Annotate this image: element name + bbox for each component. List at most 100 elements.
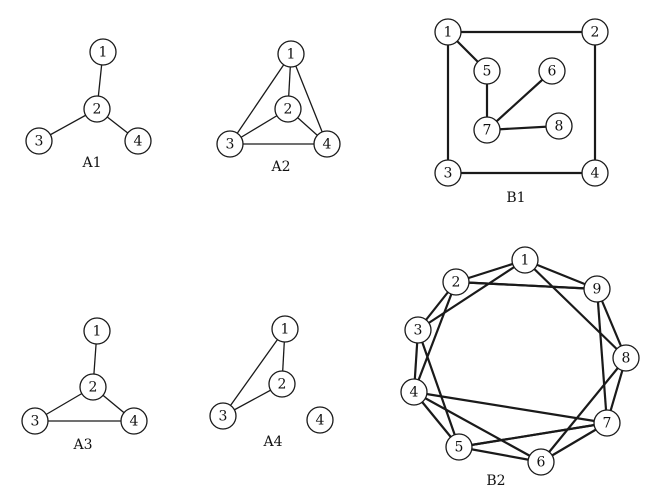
graph-b2-node-2: 2: [442, 268, 470, 296]
node-circle: [216, 130, 244, 158]
node-label: 2: [284, 102, 293, 118]
graph-a3-node-3: 3: [21, 407, 49, 435]
node-label: 6: [548, 64, 557, 80]
graph-b1-node-2: 2: [581, 18, 609, 46]
node-label: 2: [591, 25, 600, 41]
graph-b2-edge-2-9: [455, 280, 598, 291]
graph-b1-node-1: 1: [434, 18, 462, 46]
graph-a2-node-3: 3: [216, 130, 244, 158]
node-label: 9: [593, 282, 602, 298]
graph-b2-node-8: 8: [612, 344, 640, 372]
node-circle: [124, 127, 152, 155]
node-label: 5: [483, 64, 492, 80]
graph-b1-edge-6-7: [486, 70, 553, 131]
graph-b2-edge-4-6: [413, 391, 542, 463]
graph-b2-caption: B2: [486, 473, 505, 489]
graph-b2-edge-2-4: [412, 281, 458, 393]
graph-b2-edge-6-8: [540, 357, 627, 463]
node-label: 1: [521, 253, 530, 269]
graph-a1-node-4: 4: [124, 127, 152, 155]
node-label: 1: [93, 324, 102, 340]
graph-a2-edge-1-3: [229, 53, 292, 145]
node-label: 4: [316, 413, 325, 429]
graph-b2-node-3: 3: [404, 316, 432, 344]
graph-a4-node-4: 4: [306, 406, 334, 434]
node-label: 4: [591, 166, 600, 182]
node-label: 1: [99, 45, 108, 61]
graph-b2-edge-3-5: [416, 329, 461, 448]
node-circle: [313, 130, 341, 158]
node-label: 1: [281, 322, 290, 338]
graph-a3-node-4: 4: [120, 407, 148, 435]
node-label: 3: [219, 409, 228, 425]
node-circle: [473, 57, 501, 85]
node-circle: [404, 316, 432, 344]
node-label: 3: [226, 137, 235, 153]
node-label: 3: [31, 414, 40, 430]
node-circle: [21, 407, 49, 435]
node-circle: [271, 315, 299, 343]
node-label: 2: [452, 275, 461, 291]
node-circle: [25, 127, 53, 155]
graph-b1-node-4: 4: [581, 159, 609, 187]
node-label: 8: [622, 351, 631, 367]
graph-b2-edge-5-7: [458, 421, 608, 449]
graph-a2-caption: A2: [270, 159, 290, 175]
node-circle: [83, 317, 111, 345]
node-circle: [79, 373, 107, 401]
graph-a1-node-1: 1: [89, 38, 117, 66]
node-circle: [83, 95, 111, 123]
node-circle: [306, 406, 334, 434]
node-label: 4: [323, 137, 332, 153]
node-circle: [511, 246, 539, 274]
node-circle: [527, 448, 555, 476]
graph-a2-node-4: 4: [313, 130, 341, 158]
node-circle: [400, 378, 428, 406]
node-circle: [434, 18, 462, 46]
node-label: 7: [603, 416, 612, 432]
graph-a1-node-2: 2: [83, 95, 111, 123]
graph-b1-node-8: 8: [545, 112, 573, 140]
node-circle: [538, 57, 566, 85]
node-circle: [583, 275, 611, 303]
node-circle: [445, 433, 473, 461]
node-circle: [442, 268, 470, 296]
graph-a2-node-2: 2: [274, 95, 302, 123]
node-circle: [277, 40, 305, 68]
node-circle: [545, 112, 573, 140]
node-label: 8: [555, 119, 564, 135]
graph-b1-node-5: 5: [473, 57, 501, 85]
node-circle: [593, 409, 621, 437]
graph-a4-node-2: 2: [268, 370, 296, 398]
graph-b2-node-5: 5: [445, 433, 473, 461]
node-label: 5: [455, 440, 464, 456]
node-circle: [612, 344, 640, 372]
node-circle: [434, 159, 462, 187]
node-label: 7: [483, 123, 492, 139]
node-label: 2: [278, 377, 287, 393]
graph-b2-node-1: 1: [511, 246, 539, 274]
node-label: 3: [444, 166, 453, 182]
graph-b2-edge-4-7: [413, 390, 608, 425]
graph-b2-node-4: 4: [400, 378, 428, 406]
node-circle: [274, 95, 302, 123]
node-label: 2: [93, 102, 102, 118]
node-label: 1: [287, 47, 296, 63]
node-circle: [473, 116, 501, 144]
graph-b1-node-3: 3: [434, 159, 462, 187]
node-label: 4: [134, 134, 143, 150]
graph-b2-edge-5-6: [458, 445, 542, 464]
node-label: 3: [35, 134, 44, 150]
graph-b2-node-6: 6: [527, 448, 555, 476]
graph-a4-caption: A4: [262, 434, 282, 450]
node-circle: [89, 38, 117, 66]
node-label: 2: [89, 380, 98, 396]
node-circle: [581, 159, 609, 187]
node-label: 1: [444, 25, 453, 41]
graph-a3-node-2: 2: [79, 373, 107, 401]
graph-a2-edge-1-4: [290, 53, 328, 145]
graph-b1-node-7: 7: [473, 116, 501, 144]
graph-a1-caption: A1: [81, 155, 101, 171]
